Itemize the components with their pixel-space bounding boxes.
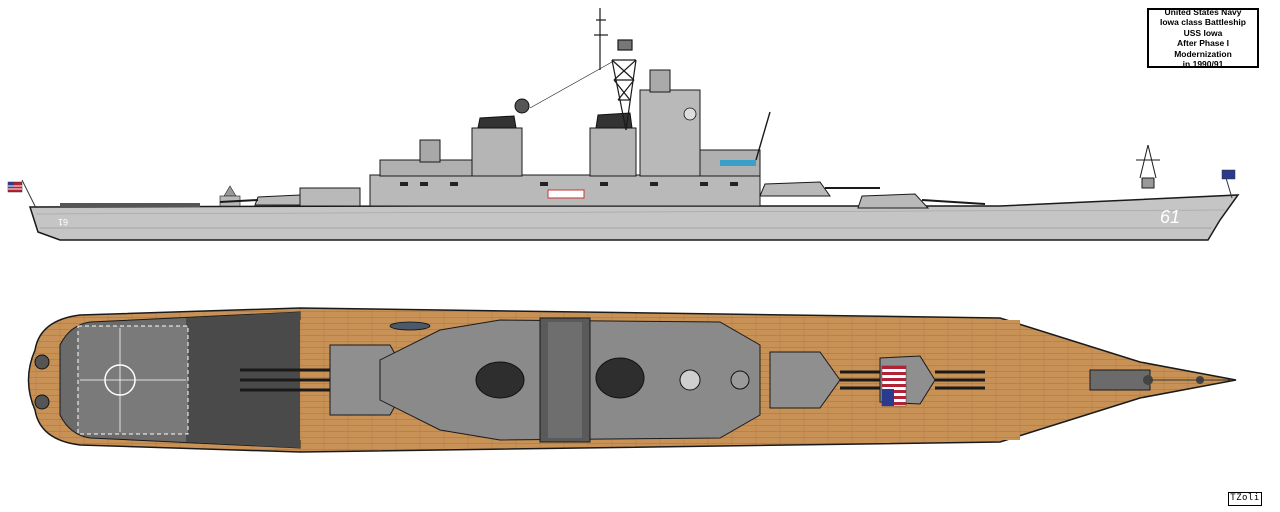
title-block: United States Navy Iowa class Battleship…	[1147, 6, 1259, 69]
hull-number-stern: 61	[58, 217, 68, 227]
superstructure-side	[369, 69, 761, 207]
stern-flag	[7, 179, 37, 209]
top-view	[27, 307, 1237, 453]
turret-3-side	[219, 187, 361, 207]
title-line-2: Iowa class Battleship	[1160, 17, 1246, 27]
bow-antenna	[1136, 144, 1160, 189]
title-line-1: United States Navy	[1164, 6, 1242, 17]
title-line-3: USS Iowa	[1183, 27, 1223, 38]
aft-funnel-cap	[477, 115, 517, 129]
deck-boat	[389, 321, 431, 331]
aft-funnel-top	[475, 361, 525, 399]
bow-gear-top	[1089, 369, 1230, 391]
title-line-5: in 1990/91	[1182, 59, 1224, 69]
fwd-funnel-top	[595, 357, 645, 399]
side-profile: 61 61	[7, 8, 1240, 241]
main-mast	[529, 8, 771, 161]
title-line-4: After Phase I Modernization	[1174, 38, 1232, 59]
deck-flag	[881, 365, 907, 407]
turret-2-side	[759, 181, 880, 197]
turret-1-side	[857, 193, 986, 209]
bow-jack	[1221, 169, 1236, 199]
superstructure-top	[379, 317, 761, 443]
artist-signature: TZoli	[1228, 492, 1262, 506]
hull-number-bow: 61	[1160, 207, 1180, 227]
